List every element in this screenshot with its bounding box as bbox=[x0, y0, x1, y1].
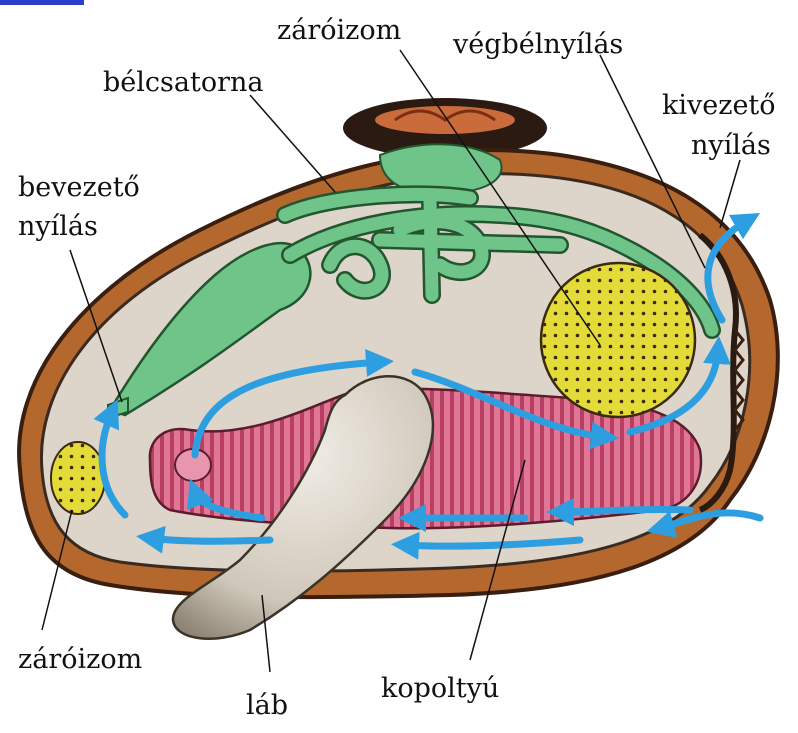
label-bevezeto-line2: nyílás bbox=[18, 211, 98, 242]
flow-arrow-bottom-left bbox=[150, 538, 270, 541]
flow-arrow-back-mid bbox=[560, 509, 690, 512]
leader-belcsatorna bbox=[250, 95, 335, 192]
label-zaroizom-top: záróizom bbox=[277, 15, 401, 46]
anterior-adductor bbox=[51, 442, 105, 514]
pericardium bbox=[380, 144, 502, 192]
label-bevezeto-line1: bevezető bbox=[18, 172, 140, 203]
label-zaroizom-bottom: záróizom bbox=[18, 644, 142, 675]
label-lab: láb bbox=[246, 690, 288, 721]
label-kivezeto-line1: kivezető bbox=[662, 90, 776, 121]
posterior-adductor bbox=[541, 263, 695, 417]
leader-kivezeto bbox=[720, 160, 740, 228]
label-belcsatorna: bélcsatorna bbox=[103, 67, 263, 98]
label-vegbelnyilas: végbélnyílás bbox=[452, 29, 623, 60]
label-kopoltyu: kopoltyú bbox=[381, 673, 499, 704]
label-kivezeto-line2: nyílás bbox=[691, 130, 771, 161]
